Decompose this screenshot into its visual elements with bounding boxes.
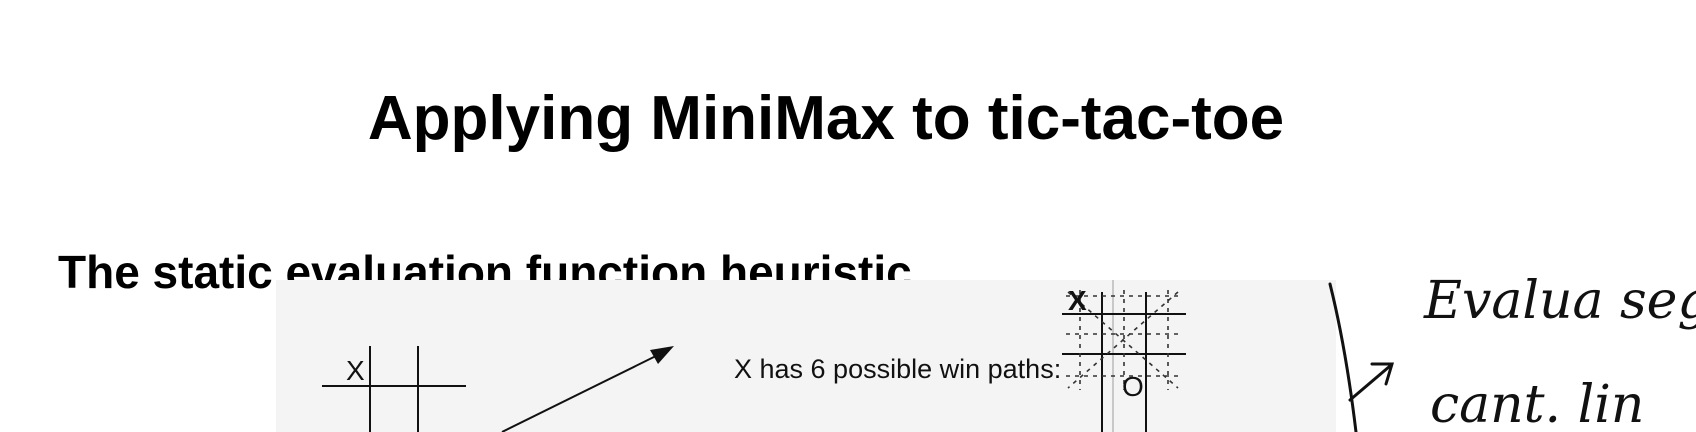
left-board — [322, 346, 466, 432]
slide-title: Applying MiniMax to tic-tac-toe — [367, 84, 1285, 153]
board-x-mark: X — [346, 355, 365, 386]
win-board-o-mark: O — [1122, 371, 1144, 402]
handwritten-line-2: cant. lin — [1430, 375, 1644, 432]
pointer-arrow — [501, 346, 674, 432]
handwritten-annotation: Evalua seg cant. lin — [1328, 272, 1696, 432]
scanned-figure: X X O X has 6 possible win paths: — [276, 280, 1336, 432]
figure-drawing: X X O — [322, 285, 1186, 432]
handwritten-line-1: Evalua seg — [1423, 272, 1696, 331]
win-board-x-mark: X — [1068, 285, 1087, 316]
handwritten-bracket — [1328, 282, 1395, 432]
scan-divider — [1112, 280, 1114, 432]
win-paths-label: X has 6 possible win paths: — [734, 354, 1062, 384]
win-path-dashes — [1066, 290, 1182, 390]
